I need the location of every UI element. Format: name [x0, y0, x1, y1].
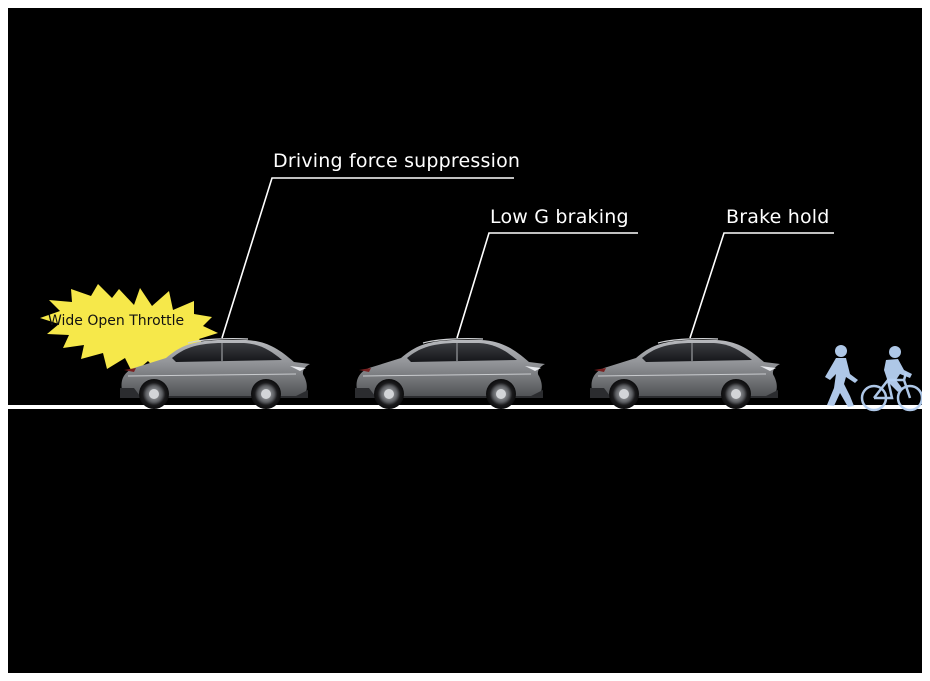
diagram-graphics: [8, 177, 922, 412]
leader-line-driving-force: [221, 177, 514, 339]
pedestrian-icon: [825, 345, 858, 407]
car-brake-hold: [589, 337, 781, 410]
starburst-icon: [40, 284, 218, 374]
label-low-g-braking: Low G braking: [490, 206, 629, 228]
label-wide-open-throttle: Wide Open Throttle: [48, 313, 185, 329]
diagram-canvas: Driving force suppression Low G braking …: [8, 8, 922, 673]
leader-line-low-g: [456, 232, 638, 339]
label-brake-hold: Brake hold: [726, 206, 830, 228]
car-low-g-braking: [354, 337, 546, 410]
road-line: [8, 405, 922, 409]
leader-line-brake-hold: [689, 232, 834, 339]
cyclist-rider: [884, 346, 912, 392]
label-driving-force-suppression: Driving force suppression: [273, 150, 521, 172]
